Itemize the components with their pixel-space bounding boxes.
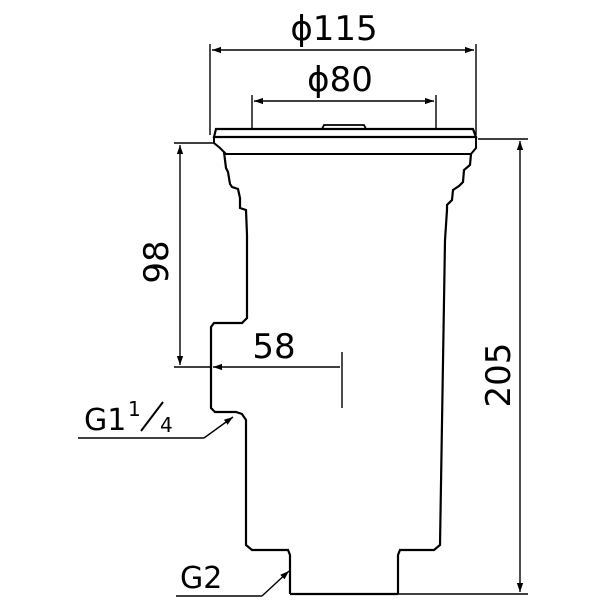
inner-diameter-label: ϕ80 — [307, 60, 373, 100]
side-outlet-thread-callout: G1 1 4 — [78, 397, 234, 439]
side-outlet-height-dimension: 98 — [137, 142, 214, 368]
g114-thread-prefix: G1 — [84, 403, 126, 438]
trap-body-outline — [209, 124, 478, 596]
g2-thread-label: G2 — [180, 561, 222, 596]
side-outlet-height-label: 98 — [137, 240, 177, 283]
total-height-dimension: 205 — [398, 138, 528, 595]
g114-fraction-numerator: 1 — [128, 397, 141, 421]
top-flange — [212, 127, 478, 139]
outer-diameter-label: ϕ115 — [290, 9, 377, 49]
upper-collar — [213, 137, 477, 155]
side-outlet-offset-label: 58 — [252, 327, 295, 367]
g114-leader-arrow — [203, 416, 234, 439]
total-height-label: 205 — [479, 343, 519, 408]
g114-fraction-denominator: 4 — [160, 413, 173, 437]
inner-diameter-dimension: ϕ80 — [251, 60, 437, 129]
outer-diameter-dimension: ϕ115 — [209, 9, 477, 135]
right-profile — [396, 153, 473, 594]
side-outlet-offset-dimension: 58 — [213, 327, 343, 408]
bottom-outlet-thread-callout: G2 — [176, 561, 290, 597]
left-profile — [209, 151, 292, 594]
g2-leader-arrow — [261, 570, 290, 597]
g114-fraction-slash — [140, 401, 164, 432]
top-cap — [321, 124, 367, 130]
